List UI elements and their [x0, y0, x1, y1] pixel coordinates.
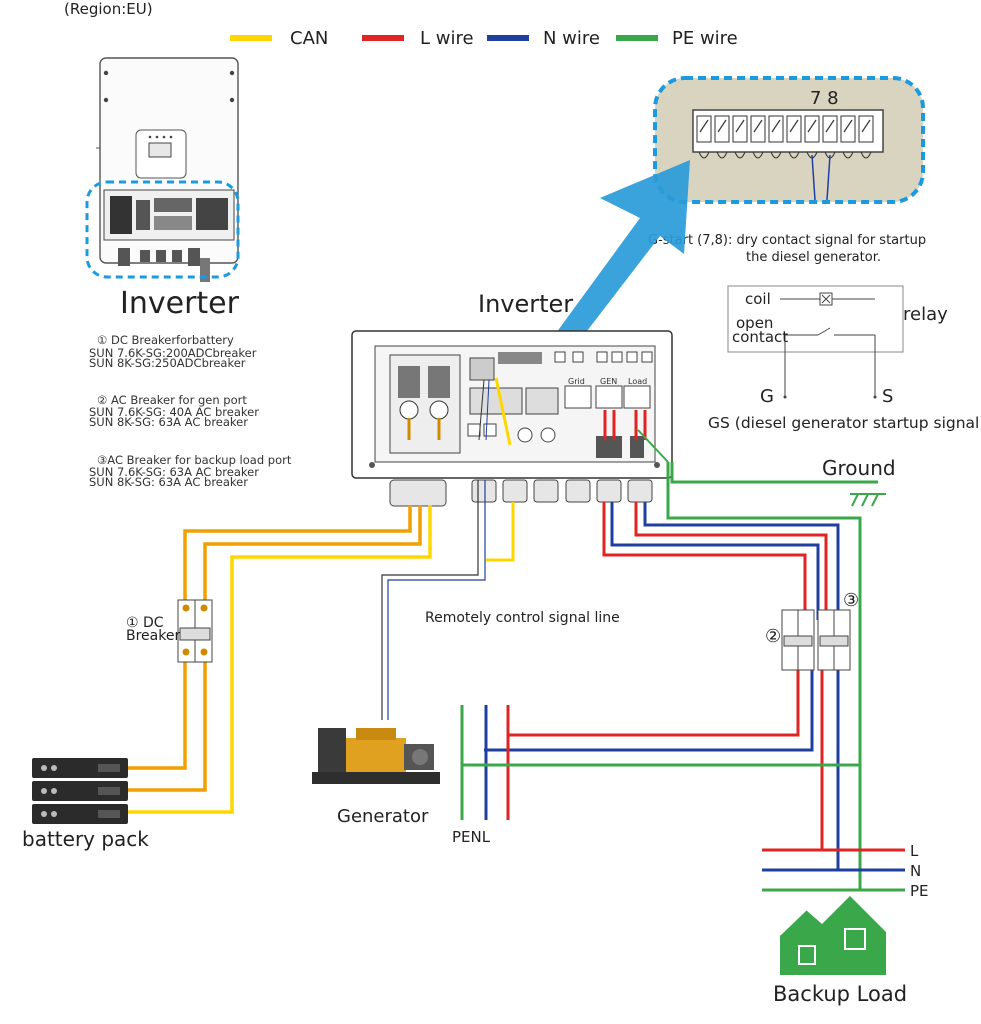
ac-breakers [781, 609, 851, 671]
note-2-line-2: SUN 8K-SG: 63A AC breaker [89, 415, 248, 429]
gen-wires [602, 410, 840, 620]
legend: CAN L wire N wire PE wire [230, 28, 738, 49]
battery-pack-label: battery pack [22, 827, 149, 851]
legend-label-n-wire: N wire [543, 28, 600, 49]
gs-caption: GS (diesel generator startup signal) [708, 414, 981, 432]
g-start-caption-2: the diesel generator. [746, 250, 881, 265]
ac-breaker-3-label: ③ [843, 590, 859, 611]
relay-box [727, 285, 904, 399]
panel-port-grid: Grid [568, 377, 585, 386]
region-label: (Region:EU) [64, 0, 153, 18]
load-bus [762, 848, 905, 892]
remote-signal-label: Remotely control signal line [425, 610, 620, 626]
note-1-line-1: SUN 7.6K-SG:200ADCbreaker [89, 346, 257, 360]
relay-title: relay [903, 304, 948, 325]
dc-breaker-label-2: Breaker [126, 628, 180, 644]
terminal-block-callout: 7 8 [653, 76, 925, 204]
note-3-line-1: SUN 7.6K-SG: 63A AC breaker [89, 465, 259, 479]
note-3-head: ③AC Breaker for backup load port [97, 453, 292, 467]
note-1-line-2: SUN 8K-SG:250ADCbreaker [89, 356, 246, 370]
panel-port-gen: GEN [600, 377, 617, 386]
breaker-notes: ① DC Breakerforbattery SUN 7.6K-SG:200AD… [89, 333, 292, 489]
note-2-line-1: SUN 7.6K-SG: 40A AC breaker [89, 405, 259, 419]
panel-port-load: Load [628, 377, 647, 386]
inverter-panel [351, 330, 673, 479]
signal-wires [381, 377, 515, 720]
relay-open-label: open [736, 314, 773, 332]
penl-wires [460, 705, 860, 820]
note-3-line-2: SUN 8K-SG: 63A AC breaker [89, 475, 248, 489]
inverter-front-title: Inverter [120, 286, 240, 321]
house-icon [779, 896, 886, 975]
breaker-output-wires [484, 668, 840, 872]
relay-terminal-g: G [760, 386, 774, 407]
note-1-head: ① DC Breakerforbattery [97, 333, 234, 347]
relay-contact-label: contact [732, 328, 788, 346]
generator-label: Generator [337, 806, 429, 827]
load-n-label: N [910, 862, 921, 880]
note-2-head: ② AC Breaker for gen port [97, 393, 247, 407]
backup-load-label: Backup Load [773, 982, 907, 1006]
penl-label: PENL [452, 828, 491, 846]
load-pe-label: PE [910, 882, 929, 900]
terminal-pin-numbers: 7 8 [810, 88, 839, 109]
ground-symbol-icon [850, 493, 886, 507]
dc-breaker [177, 599, 213, 663]
cable-glands [389, 479, 653, 507]
generator-icon [312, 728, 440, 784]
dc-wires [128, 505, 432, 814]
ground-label: Ground [822, 456, 896, 480]
g-start-caption-1: G-start (7,8): dry contact signal for st… [648, 233, 926, 248]
inverter-front-highlight [85, 180, 240, 279]
dc-breaker-label-1: ① DC [126, 615, 164, 631]
inverter-front-image [85, 57, 240, 282]
legend-label-can: CAN [290, 28, 328, 49]
battery-pack-icon [32, 758, 128, 824]
relay-coil-label: coil [745, 290, 771, 308]
load-l-label: L [910, 842, 919, 860]
relay-terminal-s: S [882, 386, 893, 407]
ac-breaker-2-label: ② [765, 626, 781, 647]
inverter-panel-title: Inverter [478, 290, 573, 318]
legend-label-pe-wire: PE wire [672, 28, 738, 49]
legend-label-l-wire: L wire [420, 28, 474, 49]
